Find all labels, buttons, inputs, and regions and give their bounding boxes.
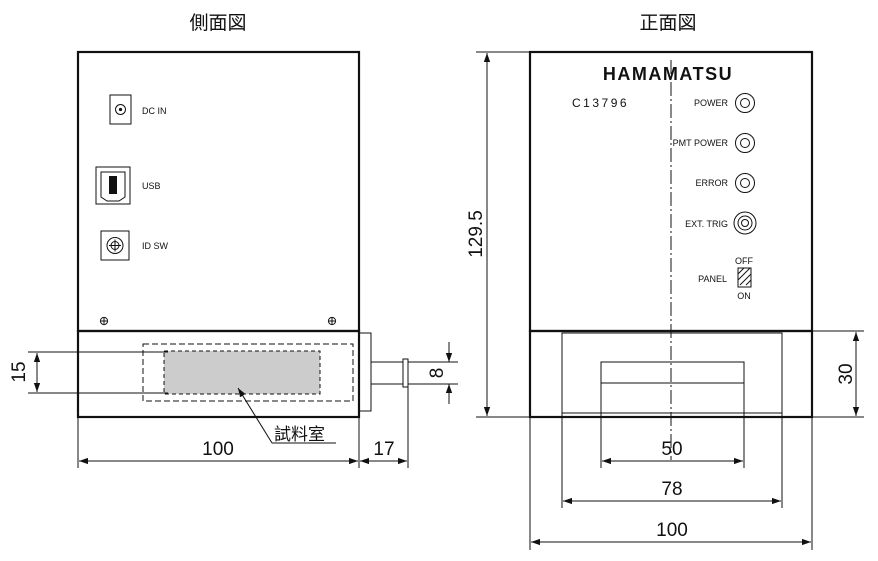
chamber-leader: [237, 387, 273, 444]
dim-129-text: 129.5: [466, 210, 487, 258]
id-sw-label: ID SW: [142, 241, 169, 251]
dc-in-connector: [109, 94, 132, 125]
side-view-title: 側面図: [189, 12, 246, 34]
panel-off-label: OFF: [735, 256, 753, 266]
side-body-upper: [76, 50, 361, 333]
port-cap: [402, 358, 409, 388]
dim-100-front-text: 100: [656, 520, 688, 541]
sample-tray: [561, 332, 783, 414]
sample-chamber-outline: [142, 343, 354, 402]
pmt-power-label: PMT POWER: [673, 138, 729, 148]
panel-label: PANEL: [698, 274, 727, 284]
dim-15-text: 15: [9, 361, 30, 382]
port-stem: [370, 361, 404, 385]
front-view-title: 正面図: [639, 12, 696, 34]
usb-label: USB: [142, 181, 161, 191]
panel-on-label: ON: [737, 291, 751, 301]
sample-window: [600, 361, 745, 384]
power-label: POWER: [694, 98, 729, 108]
usb-connector: [95, 166, 131, 205]
dim-17-text: 17: [373, 439, 394, 460]
error-led-icon: [735, 173, 755, 193]
model-number: C13796: [572, 96, 629, 110]
power-led-icon: [735, 93, 755, 113]
screw-left: [99, 316, 109, 326]
pmt-power-led-icon: [735, 133, 755, 153]
dim-30-text: 30: [836, 363, 857, 384]
error-label: ERROR: [695, 178, 728, 188]
dc-in-label: DC IN: [142, 106, 167, 116]
id-switch: [100, 230, 130, 261]
panel-switch-icon: [737, 267, 752, 288]
sample-chamber: [163, 350, 321, 395]
ext-trig-label: EXT. TRIG: [685, 219, 728, 229]
screw-right: [327, 316, 337, 326]
ext-trig-connector-icon: [733, 211, 757, 235]
brand-logo: HAMAMATSU: [603, 64, 733, 84]
dim-78-text: 78: [661, 479, 682, 500]
dim-100-side-text: 100: [202, 439, 234, 460]
dim-8-text: 8: [427, 368, 448, 379]
side-plate: [358, 332, 372, 412]
dim-50-text: 50: [661, 439, 682, 460]
sample-chamber-label: 試料室: [274, 425, 325, 445]
